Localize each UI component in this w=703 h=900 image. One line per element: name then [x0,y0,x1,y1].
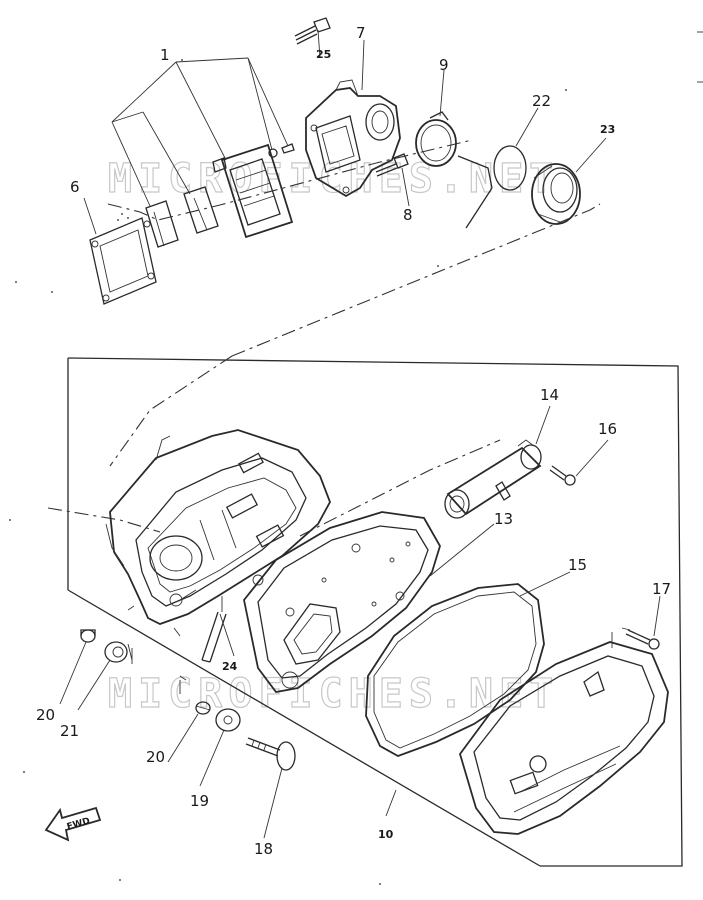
label-part-25: 25 [316,48,331,61]
label-part-9: 9 [439,56,449,74]
label-part-13: 13 [494,510,513,528]
label-part-18: 18 [254,840,273,858]
reed-petals [145,186,219,248]
part-number-labels: 1 6 7 8 9 10 13 14 15 16 17 18 19 20 20 … [36,24,671,858]
grommet-part-20-lower [195,701,211,715]
washer-part-19 [215,708,241,732]
element-seal-part-15 [365,583,545,757]
joint-part-23 [531,163,581,225]
forward-label: FWD [66,816,91,832]
collar-part-21 [104,641,133,663]
label-part-21: 21 [60,722,79,740]
label-part-23: 23 [600,123,615,136]
air-cleaner-cover [459,632,669,835]
air-cleaner-frame [67,357,683,867]
block-screws [268,143,295,158]
label-part-7: 7 [356,24,366,42]
filter-element-part-13 [243,511,441,693]
intake-tube-part-14 [444,439,542,519]
leaders-bottom [59,405,661,839]
label-part-14: 14 [540,386,559,404]
drain-hose-part-24 [201,596,227,663]
forward-arrow-icon: FWD [44,806,102,842]
bolt-part-8 [375,153,409,177]
label-part-15: 15 [568,556,587,574]
label-part-10: 10 [378,828,394,841]
screw-part-17 [621,627,660,650]
label-part-6: 6 [70,178,80,196]
reed-gasket-part-6 [89,217,157,305]
label-part-22: 22 [532,92,551,110]
label-part-20-left: 20 [36,706,55,724]
leader-part-1 [111,57,289,207]
scan-specks [9,59,567,885]
label-part-19: 19 [190,792,209,810]
bolt-part-25 [294,17,331,45]
screw-part-16 [549,465,576,486]
air-cleaner-case [105,429,331,625]
leaders-top [83,29,607,235]
edge-marks [697,31,703,83]
hose-clamp-part-9 [415,111,457,167]
label-part-20-lower: 20 [146,748,165,766]
alignment-lines-bottom [47,355,501,694]
label-part-24: 24 [222,660,238,673]
spring-clip-part-22 [457,145,527,229]
label-part-1: 1 [160,46,170,64]
label-part-8: 8 [403,206,413,224]
bolt-part-18 [245,737,296,771]
intake-manifold-part-7 [305,79,401,198]
label-part-17: 17 [652,580,671,598]
reed-valve-block-part-1 [212,143,294,239]
alignment-lines-top [107,139,601,357]
label-part-16: 16 [598,420,617,438]
grommet-part-20-upper [80,629,96,643]
